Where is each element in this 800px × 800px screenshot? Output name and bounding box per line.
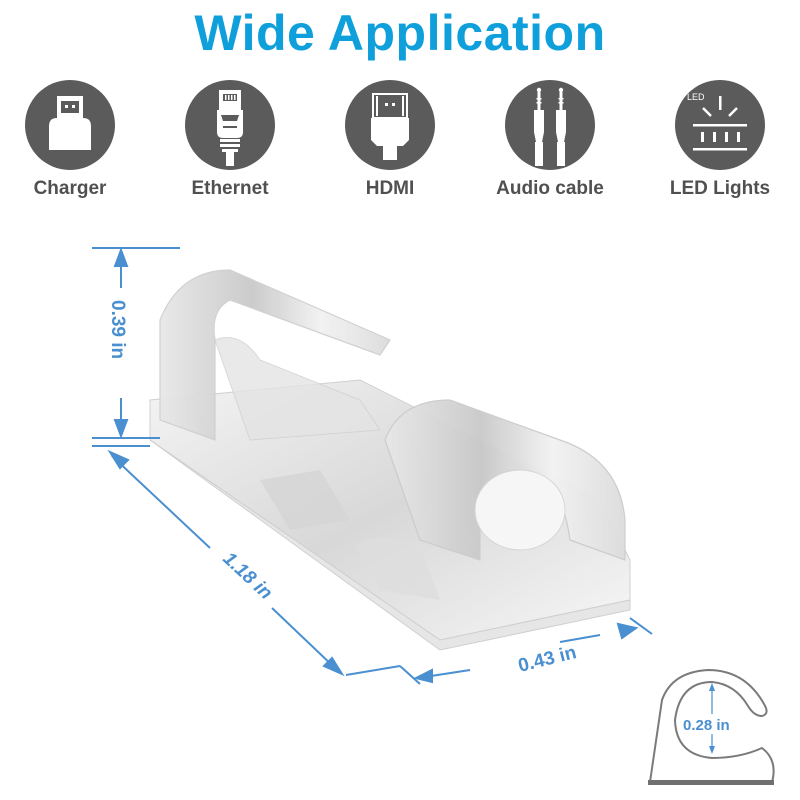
cable-clip-illustration: 0.39 in 1.18 in 0.43 in 0.28 in [92,247,775,785]
svg-text:LED: LED [687,92,705,102]
led-strip-icon: LED [675,80,765,170]
profile-diagram: 0.28 in [648,668,775,785]
application-label: HDMI [365,178,415,199]
length-dimension [107,449,421,685]
height-dimension [92,247,180,447]
height-label: 0.39 in [107,300,128,359]
usb-plug-icon [25,80,115,170]
application-audio-cable: Audio cable [480,80,620,200]
application-label: Charger [33,178,107,199]
application-led-lights: LED LED Lights [650,80,790,200]
page-title: Wide Application [194,5,606,61]
ethernet-plug-icon [185,80,275,170]
application-ethernet: Ethernet [160,80,300,200]
application-label: LED Lights [669,178,771,199]
application-label: Audio cable [496,178,604,199]
length-label: 1.18 in [219,548,277,604]
application-hdmi: HDMI [320,80,460,200]
application-charger: Charger [0,80,140,200]
width-dimension [413,617,653,684]
application-label: Ethernet [191,178,269,199]
audio-jack-icon [505,80,595,170]
hdmi-plug-icon [345,80,435,170]
width-label: 0.43 in [516,642,578,677]
applications-row: Charger Ethernet [0,80,800,210]
inner-diameter-label: 0.28 in [683,717,730,734]
